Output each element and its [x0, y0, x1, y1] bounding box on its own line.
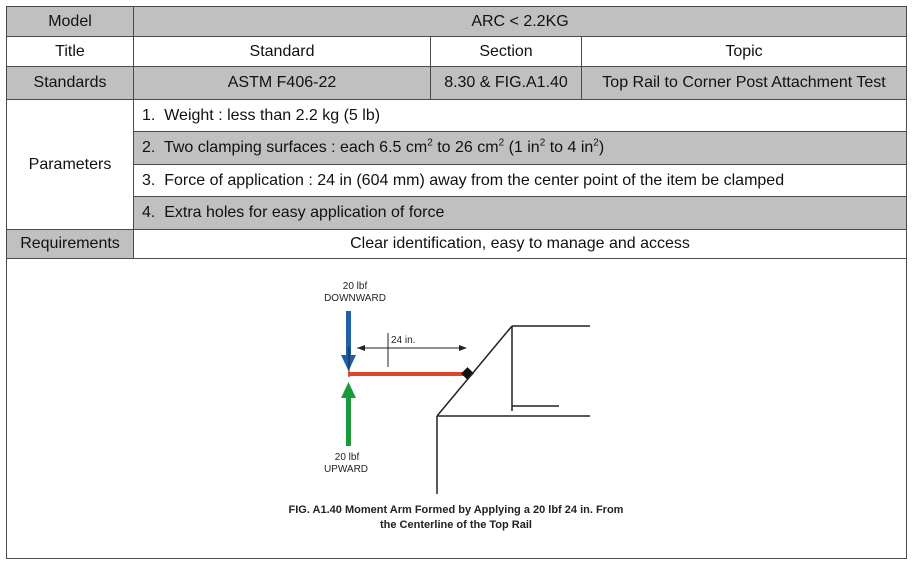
parameter-row-4: 4. Extra holes for easy application of f… — [7, 196, 907, 230]
superscript: 2 — [498, 137, 505, 149]
title-section-header: Section — [430, 36, 582, 67]
title-row: Title Standard Section Topic — [6, 36, 907, 67]
parameter-row-3: 3. Force of application : 24 in (604 mm)… — [7, 164, 907, 197]
title-standard-header: Standard — [133, 36, 431, 67]
distance-label: 24 in. — [391, 335, 415, 346]
parameter-item-3: 3. Force of application : 24 in (604 mm)… — [133, 164, 907, 197]
standards-standard: ASTM F406-22 — [133, 66, 431, 100]
requirements-label: Requirements — [6, 229, 134, 259]
parameters-label: Parameters — [6, 99, 134, 230]
parameter-item-2: 2. Two clamping surfaces : each 6.5 cm2 … — [133, 131, 907, 165]
parameter-text: Weight : less than 2.2 kg (5 lb) — [164, 106, 381, 124]
distance-dimension — [357, 333, 467, 367]
upward-force-arrow — [341, 382, 356, 446]
force-up-direction: UPWARD — [324, 464, 368, 475]
parameter-text: (1 in — [504, 139, 540, 156]
parameter-num: 4. — [142, 204, 156, 221]
parameter-row-2: 2. Two clamping surfaces : each 6.5 cm2 … — [7, 131, 907, 165]
title-topic-header: Topic — [581, 36, 907, 67]
moment-arm-diagram: 20 lbf DOWNWARD 24 in. — [289, 281, 624, 531]
figure-cell: 20 lbf DOWNWARD 24 in. — [6, 258, 907, 559]
parameter-text: ) — [598, 139, 605, 156]
superscript: 2 — [539, 137, 546, 149]
parameter-row-1: Parameters 1. Weight : less than 2.2 kg … — [6, 99, 907, 230]
parameter-item-4: 4. Extra holes for easy application of f… — [133, 196, 907, 230]
parameter-num: 3. — [142, 171, 156, 189]
force-down-value: 20 lbf — [343, 281, 368, 292]
figure-caption-line-1: FIG. A1.40 Moment Arm Formed by Applying… — [289, 504, 624, 516]
model-value: ARC < 2.2KG — [133, 6, 907, 37]
requirements-value: Clear identification, easy to manage and… — [133, 229, 907, 259]
standards-row: Standards ASTM F406-22 8.30 & FIG.A1.40 … — [6, 66, 907, 100]
force-up-value: 20 lbf — [335, 452, 360, 463]
model-label: Model — [6, 6, 134, 37]
parameter-text: to 26 cm — [432, 139, 499, 156]
model-row: Model ARC < 2.2KG — [6, 6, 907, 37]
standards-section: 8.30 & FIG.A1.40 — [430, 66, 582, 100]
title-label: Title — [6, 36, 134, 67]
parameter-text: Extra holes for easy application of forc… — [164, 204, 445, 221]
moment-arm-rail — [348, 372, 468, 376]
parameter-num: 2. — [142, 139, 156, 156]
figure-caption-line-2: the Centerline of the Top Rail — [380, 519, 532, 531]
parameter-text: Two clamping surfaces : each 6.5 cm — [163, 139, 428, 156]
standards-topic: Top Rail to Corner Post Attachment Test — [581, 66, 907, 100]
requirements-row: Requirements Clear identification, easy … — [6, 229, 907, 259]
parameter-item-1: 1. Weight : less than 2.2 kg (5 lb) — [133, 99, 907, 132]
corner-post-structure — [436, 325, 590, 494]
parameter-num: 1. — [142, 106, 156, 124]
figure-row: 20 lbf DOWNWARD 24 in. — [6, 258, 907, 559]
force-down-direction: DOWNWARD — [324, 293, 386, 304]
spec-table: Model ARC < 2.2KG Title Standard Section… — [6, 6, 907, 559]
parameter-text: to 4 in — [545, 139, 594, 156]
standards-label: Standards — [6, 66, 134, 100]
superscript: 2 — [427, 137, 433, 149]
parameter-text: Force of application : 24 in (604 mm) aw… — [164, 171, 785, 189]
superscript: 2 — [593, 137, 599, 149]
